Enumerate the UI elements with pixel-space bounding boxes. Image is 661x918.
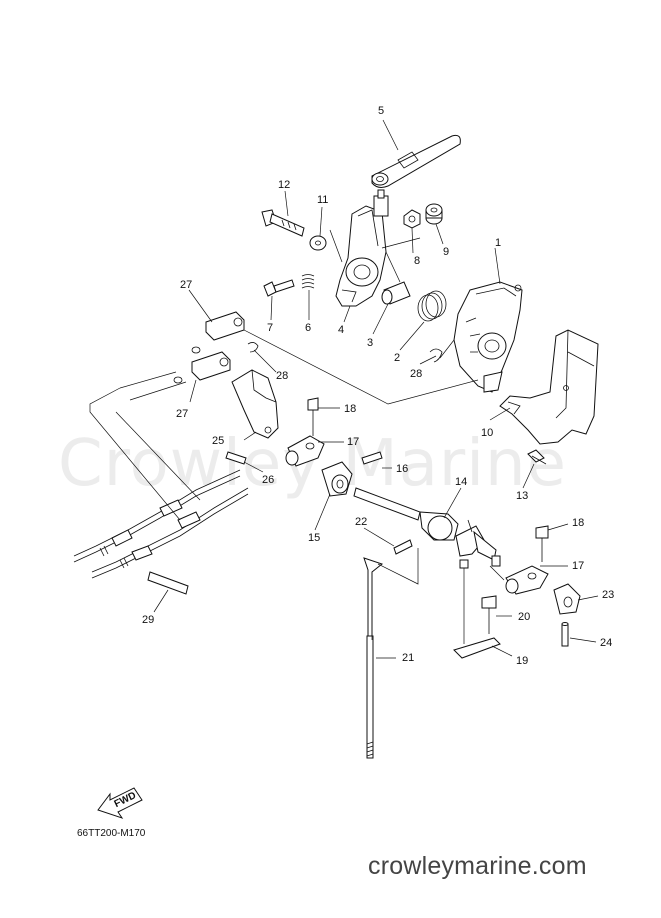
part-23-cam xyxy=(553,583,581,615)
part-17-right-clamp xyxy=(505,565,549,595)
part-28-clip-left xyxy=(247,342,259,353)
part-14-shift-shaft xyxy=(353,487,501,569)
callout-23: 23 xyxy=(602,589,614,601)
part-6-spring xyxy=(301,274,315,289)
part-5-link-plate xyxy=(371,134,461,188)
part-13-screw xyxy=(527,449,547,465)
callout-27-upper: 27 xyxy=(180,279,192,291)
part-11-washer xyxy=(309,235,327,251)
callout-26: 26 xyxy=(262,474,274,486)
callout-4: 4 xyxy=(338,324,344,336)
part-7-bolt xyxy=(263,279,295,297)
callout-7: 7 xyxy=(267,322,273,334)
callout-19: 19 xyxy=(516,655,528,667)
callout-6: 6 xyxy=(305,322,311,334)
callout-12: 12 xyxy=(278,179,290,191)
part-9-collar xyxy=(425,203,443,225)
part-16-pin xyxy=(361,451,383,465)
callout-25: 25 xyxy=(212,435,224,447)
part-18-right-bolt xyxy=(535,525,549,562)
part-25-cable-bracket xyxy=(231,369,279,439)
callout-15: 15 xyxy=(308,532,320,544)
part-27-upper-joint xyxy=(205,311,245,341)
callout-17-right: 17 xyxy=(572,560,584,572)
callout-29: 29 xyxy=(142,614,154,626)
part-2-coil-spring xyxy=(417,290,447,322)
callout-18-upper: 18 xyxy=(344,403,356,415)
part-3-sleeve xyxy=(381,281,411,305)
part-8-nut xyxy=(403,209,421,229)
part-4-lever-bracket xyxy=(335,189,389,307)
diagram-code: 66TT200-M170 xyxy=(77,828,146,839)
part-17-upper-clamp xyxy=(285,435,325,467)
callout-1: 1 xyxy=(495,237,501,249)
callout-11: 11 xyxy=(317,194,328,206)
callout-28-left: 28 xyxy=(276,370,288,382)
shift-cables xyxy=(73,469,249,579)
callout-18-right: 18 xyxy=(572,517,584,529)
part-15-clamp xyxy=(321,461,353,497)
part-24-pin xyxy=(561,622,569,647)
part-10-cover-bracket xyxy=(499,329,599,445)
part-20-bolt xyxy=(481,595,497,634)
callout-8: 8 xyxy=(414,255,420,267)
callout-3: 3 xyxy=(367,337,373,349)
callout-10: 10 xyxy=(481,427,493,439)
callout-17-upper: 17 xyxy=(347,436,359,448)
assembly-lines xyxy=(89,229,505,644)
part-18-upper-bolt xyxy=(307,397,319,436)
small-clip-upper xyxy=(191,346,201,354)
part-28-clip-right xyxy=(429,348,443,363)
part-19-plate xyxy=(453,637,501,659)
callout-2: 2 xyxy=(394,352,400,364)
part-12-bolt xyxy=(261,209,305,237)
callout-28-right: 28 xyxy=(410,368,422,380)
callout-numbers: 1 2 3 4 5 6 7 8 9 10 11 12 13 14 15 16 1… xyxy=(142,105,614,667)
part-27-lower-joint xyxy=(191,351,231,381)
callout-22: 22 xyxy=(355,516,367,528)
small-clip-lower xyxy=(173,376,183,384)
part-26-pin xyxy=(225,451,247,465)
callout-9: 9 xyxy=(443,246,449,258)
part-22-pin xyxy=(393,539,413,555)
part-1-housing xyxy=(453,281,523,393)
callout-5: 5 xyxy=(378,105,384,117)
fwd-arrow-icon: FWD xyxy=(97,787,143,819)
leader-lines xyxy=(153,119,599,659)
callout-21: 21 xyxy=(402,652,414,664)
callout-24: 24 xyxy=(600,637,612,649)
callout-20: 20 xyxy=(518,611,530,623)
site-url: crowleymarine.com xyxy=(368,852,587,880)
callout-14: 14 xyxy=(455,476,467,488)
part-29-tag xyxy=(147,571,189,595)
callout-13: 13 xyxy=(516,490,528,502)
callout-27-lower: 27 xyxy=(176,408,188,420)
callout-16: 16 xyxy=(396,463,408,475)
